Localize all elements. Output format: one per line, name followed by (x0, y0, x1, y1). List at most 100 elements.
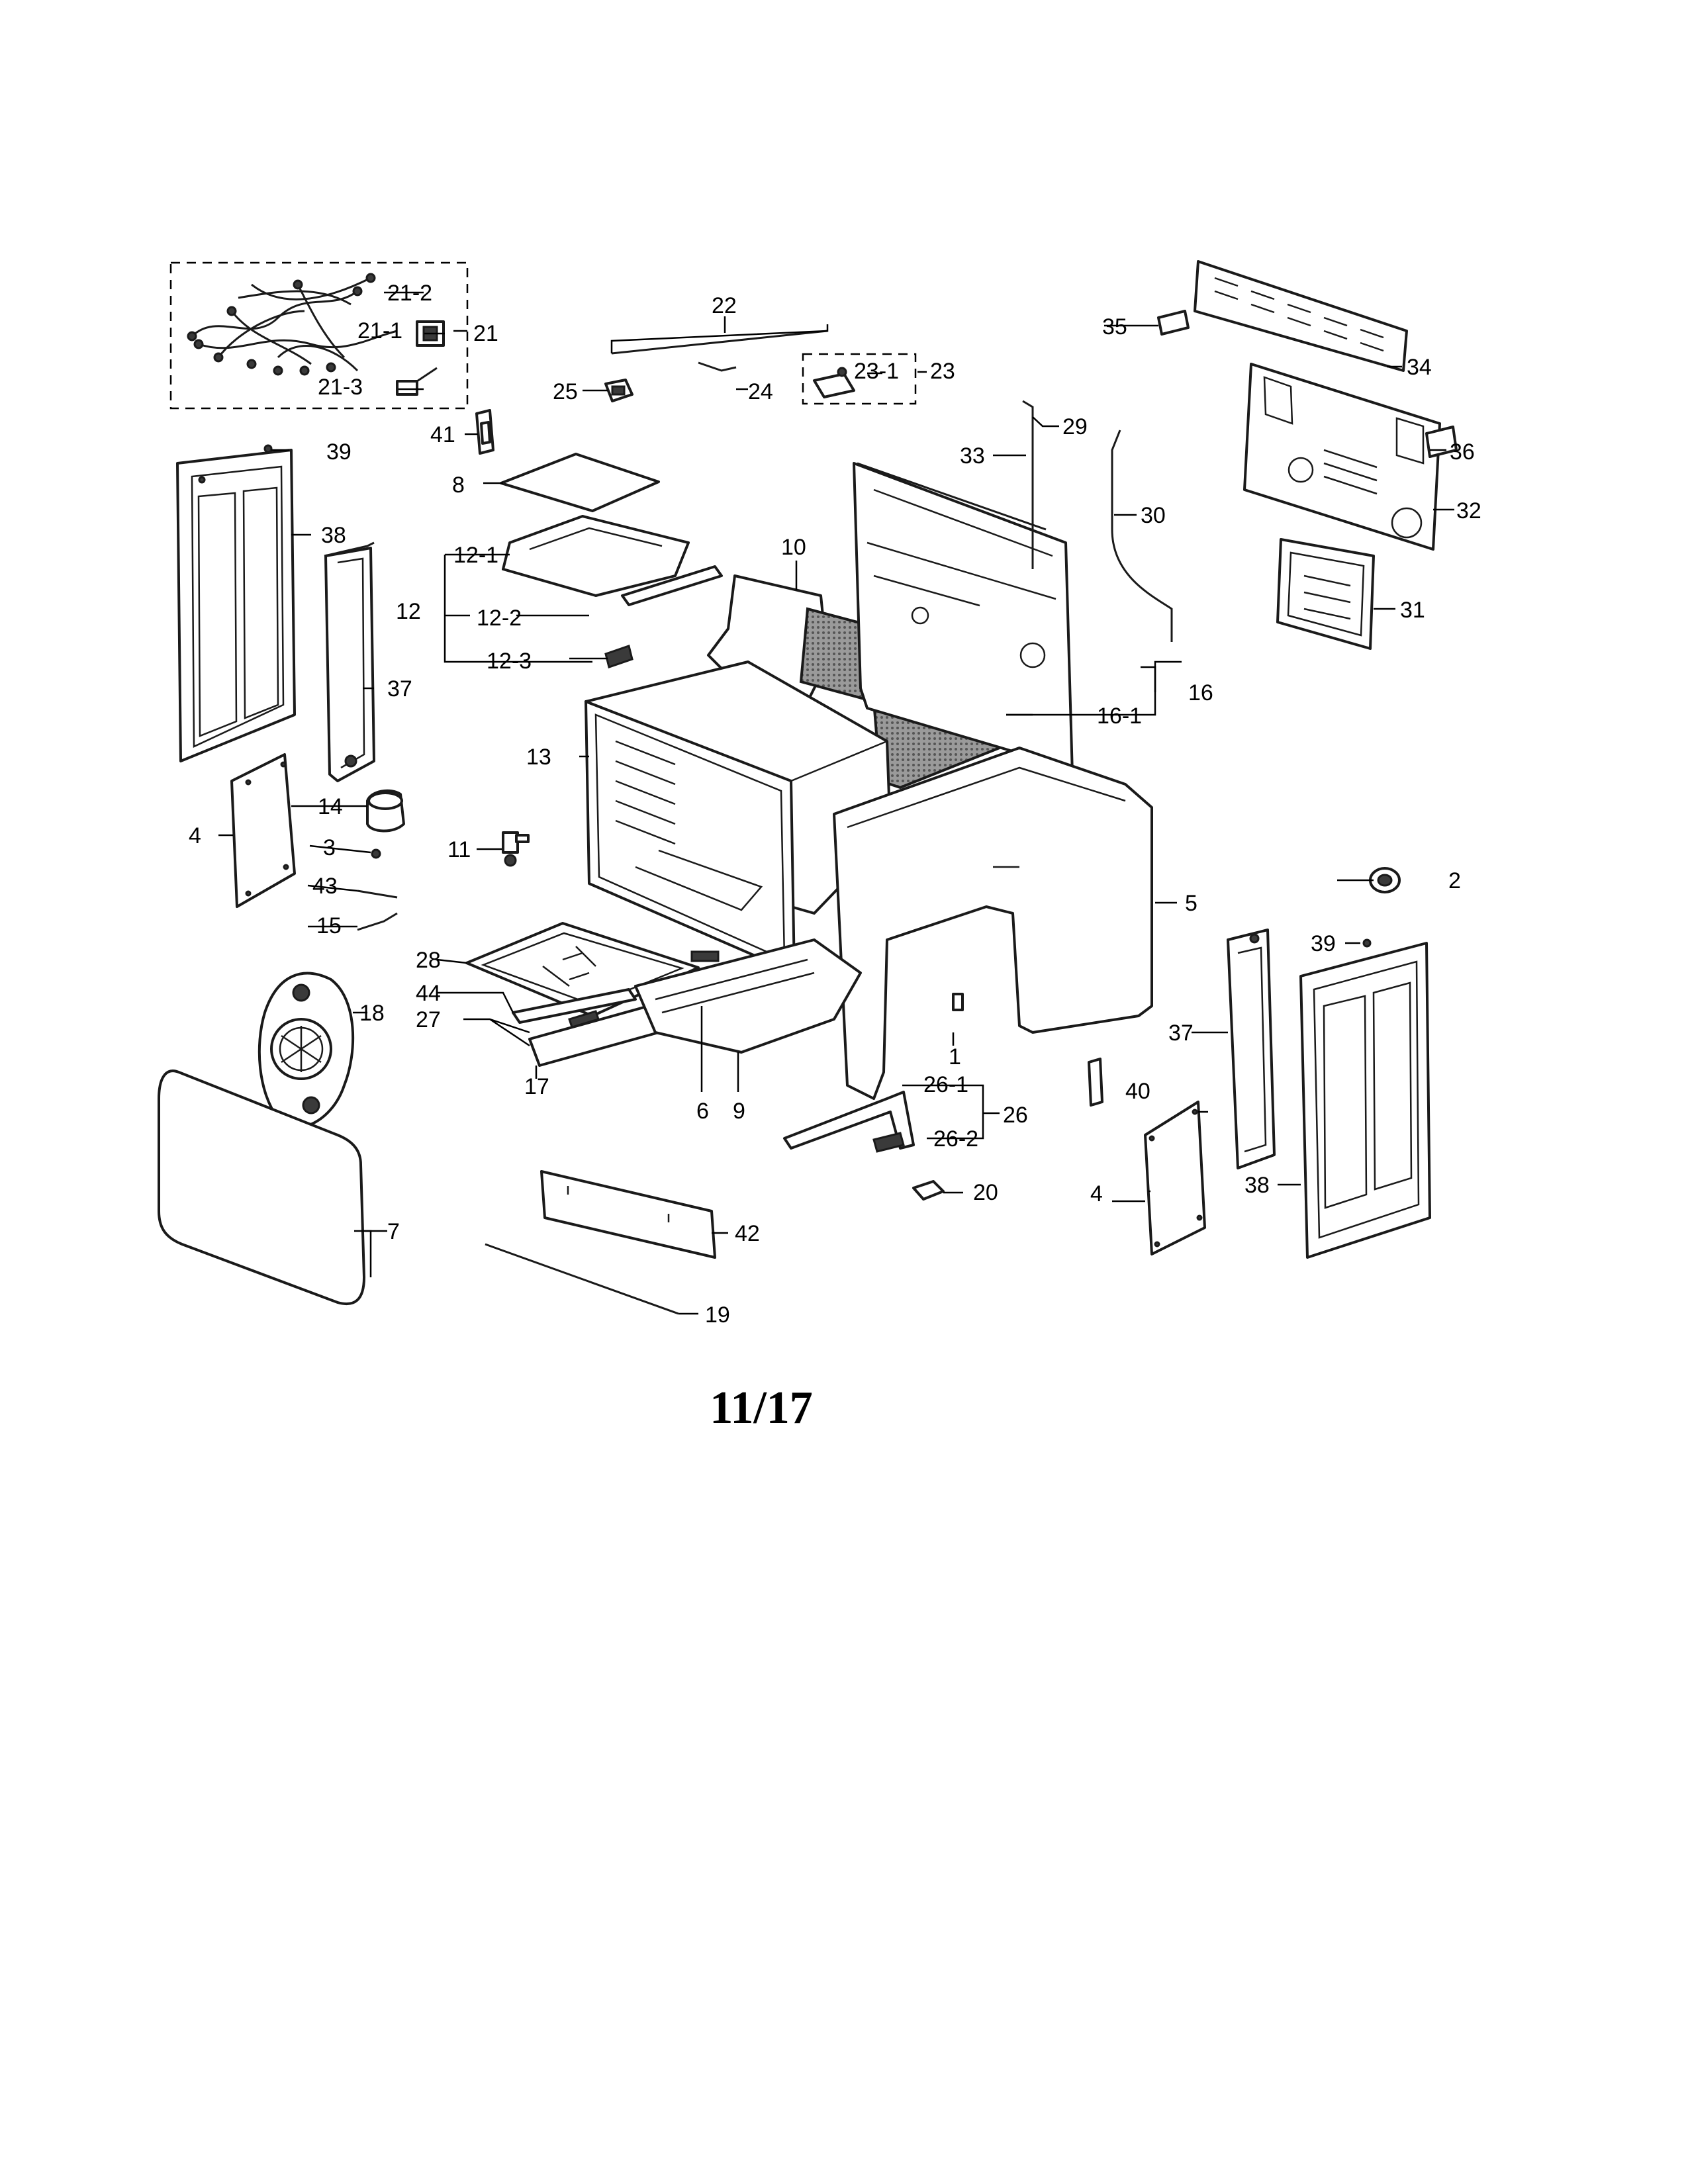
label-26-1: 26-1 (923, 1072, 968, 1097)
label-21-3: 21-3 (318, 375, 363, 400)
part-5-outer-wrapper (833, 747, 1153, 1100)
label-42: 42 (735, 1221, 760, 1246)
part-1-screw (952, 993, 964, 1011)
part-14-light-socket (366, 789, 405, 833)
label-23-1: 23-1 (854, 359, 899, 384)
label-28: 28 (416, 948, 441, 973)
part-4-cover-left (230, 753, 296, 908)
part-33-back-panel (853, 462, 1074, 776)
part-38-side-panel-right (1299, 942, 1431, 1259)
label-34: 34 (1407, 355, 1432, 380)
label-14: 14 (318, 794, 343, 819)
label-19: 19 (705, 1302, 730, 1328)
label-5: 5 (1185, 891, 1197, 916)
part-7-door-glass (158, 1069, 365, 1306)
part-30-tube (1111, 430, 1173, 642)
label-22: 22 (712, 293, 737, 318)
part-42-kick-panel (540, 1170, 716, 1259)
part-39-screw-right (1362, 938, 1372, 948)
label-4-right: 4 (1090, 1181, 1103, 1206)
part-13-oven-cavity (585, 660, 892, 974)
label-17: 17 (524, 1074, 549, 1099)
label-7: 7 (387, 1219, 400, 1244)
part-23-hinge-assembly (802, 353, 917, 405)
part-31-panel (1276, 538, 1375, 650)
label-2: 2 (1448, 868, 1461, 893)
label-3: 3 (323, 835, 336, 860)
part-43-wire (357, 889, 398, 899)
part-3-screw (371, 848, 381, 859)
part-35-clip (1157, 310, 1190, 336)
part-39-screw-left (263, 444, 273, 453)
label-38-left: 38 (321, 523, 346, 548)
label-21: 21 (473, 321, 498, 346)
leader-lines (218, 291, 1454, 1315)
label-20: 20 (973, 1180, 998, 1205)
label-12: 12 (396, 599, 421, 624)
part-4-cover-right (1144, 1101, 1206, 1255)
label-1: 1 (949, 1044, 961, 1069)
part-22-rod (604, 330, 828, 402)
label-40: 40 (1125, 1079, 1150, 1104)
label-4-left: 4 (189, 823, 201, 848)
part-34-vent-trim (1194, 260, 1408, 372)
label-6: 6 (696, 1099, 709, 1124)
label-33: 33 (960, 443, 985, 469)
part-8-cover-plate (500, 453, 660, 512)
label-8: 8 (452, 473, 465, 498)
label-16: 16 (1188, 680, 1213, 705)
label-9: 9 (733, 1099, 745, 1124)
part-21-wire-harness (169, 261, 469, 410)
label-35: 35 (1102, 314, 1127, 340)
label-24: 24 (748, 379, 773, 404)
label-27: 27 (416, 1007, 441, 1032)
label-12-3: 12-3 (487, 649, 532, 674)
label-26: 26 (1003, 1103, 1028, 1128)
label-37-left: 37 (387, 676, 412, 702)
part-17-spacer (568, 1010, 600, 1028)
label-29: 29 (1062, 414, 1088, 439)
callout-labels: 21-2 21-1 21 21-3 22 23-1 23 25 24 35 34… (189, 281, 1481, 1328)
part-15-sensor (357, 912, 398, 931)
part-29-tube (1022, 400, 1034, 569)
part-32-rear-cover (1243, 363, 1441, 551)
label-21-2: 21-2 (387, 281, 432, 306)
label-23: 23 (930, 359, 955, 384)
label-16-1: 16-1 (1097, 704, 1142, 729)
part-37-side-rail-left (324, 541, 375, 782)
label-10: 10 (781, 535, 806, 560)
label-31: 31 (1400, 598, 1425, 623)
part-9-drawer-body (634, 938, 862, 1054)
label-30: 30 (1141, 503, 1166, 528)
label-18: 18 (359, 1001, 385, 1026)
page-number: 11/17 (710, 1383, 813, 1433)
label-13: 13 (526, 745, 551, 770)
part-26-igniter-assembly (783, 1091, 915, 1153)
part-38-side-panel-left (176, 449, 296, 762)
part-44-bake-element (512, 988, 637, 1024)
label-43: 43 (312, 874, 338, 899)
part-37-side-rail-right (1227, 929, 1276, 1169)
part-41-bracket (475, 409, 494, 455)
label-15: 15 (316, 913, 342, 938)
label-44: 44 (416, 981, 441, 1006)
part-20-clip (912, 1180, 945, 1201)
part-2-knob (1369, 867, 1401, 893)
label-26-2: 26-2 (933, 1126, 978, 1152)
label-12-2: 12-2 (477, 606, 522, 631)
label-21-1: 21-1 (357, 318, 402, 343)
label-32: 32 (1456, 498, 1481, 523)
label-11: 11 (447, 837, 471, 862)
part-40-bracket (1088, 1058, 1103, 1107)
label-39-right: 39 (1311, 931, 1336, 956)
label-12-1: 12-1 (453, 543, 498, 568)
part-18-convection-fan (258, 972, 355, 1129)
label-38-right: 38 (1244, 1173, 1270, 1198)
label-25: 25 (553, 379, 578, 404)
label-37-right: 37 (1168, 1021, 1194, 1046)
label-39-left: 39 (326, 439, 352, 465)
part-12-duct-assembly (502, 515, 723, 668)
part-19-strip (485, 1243, 679, 1315)
part-11-valve (502, 831, 530, 867)
